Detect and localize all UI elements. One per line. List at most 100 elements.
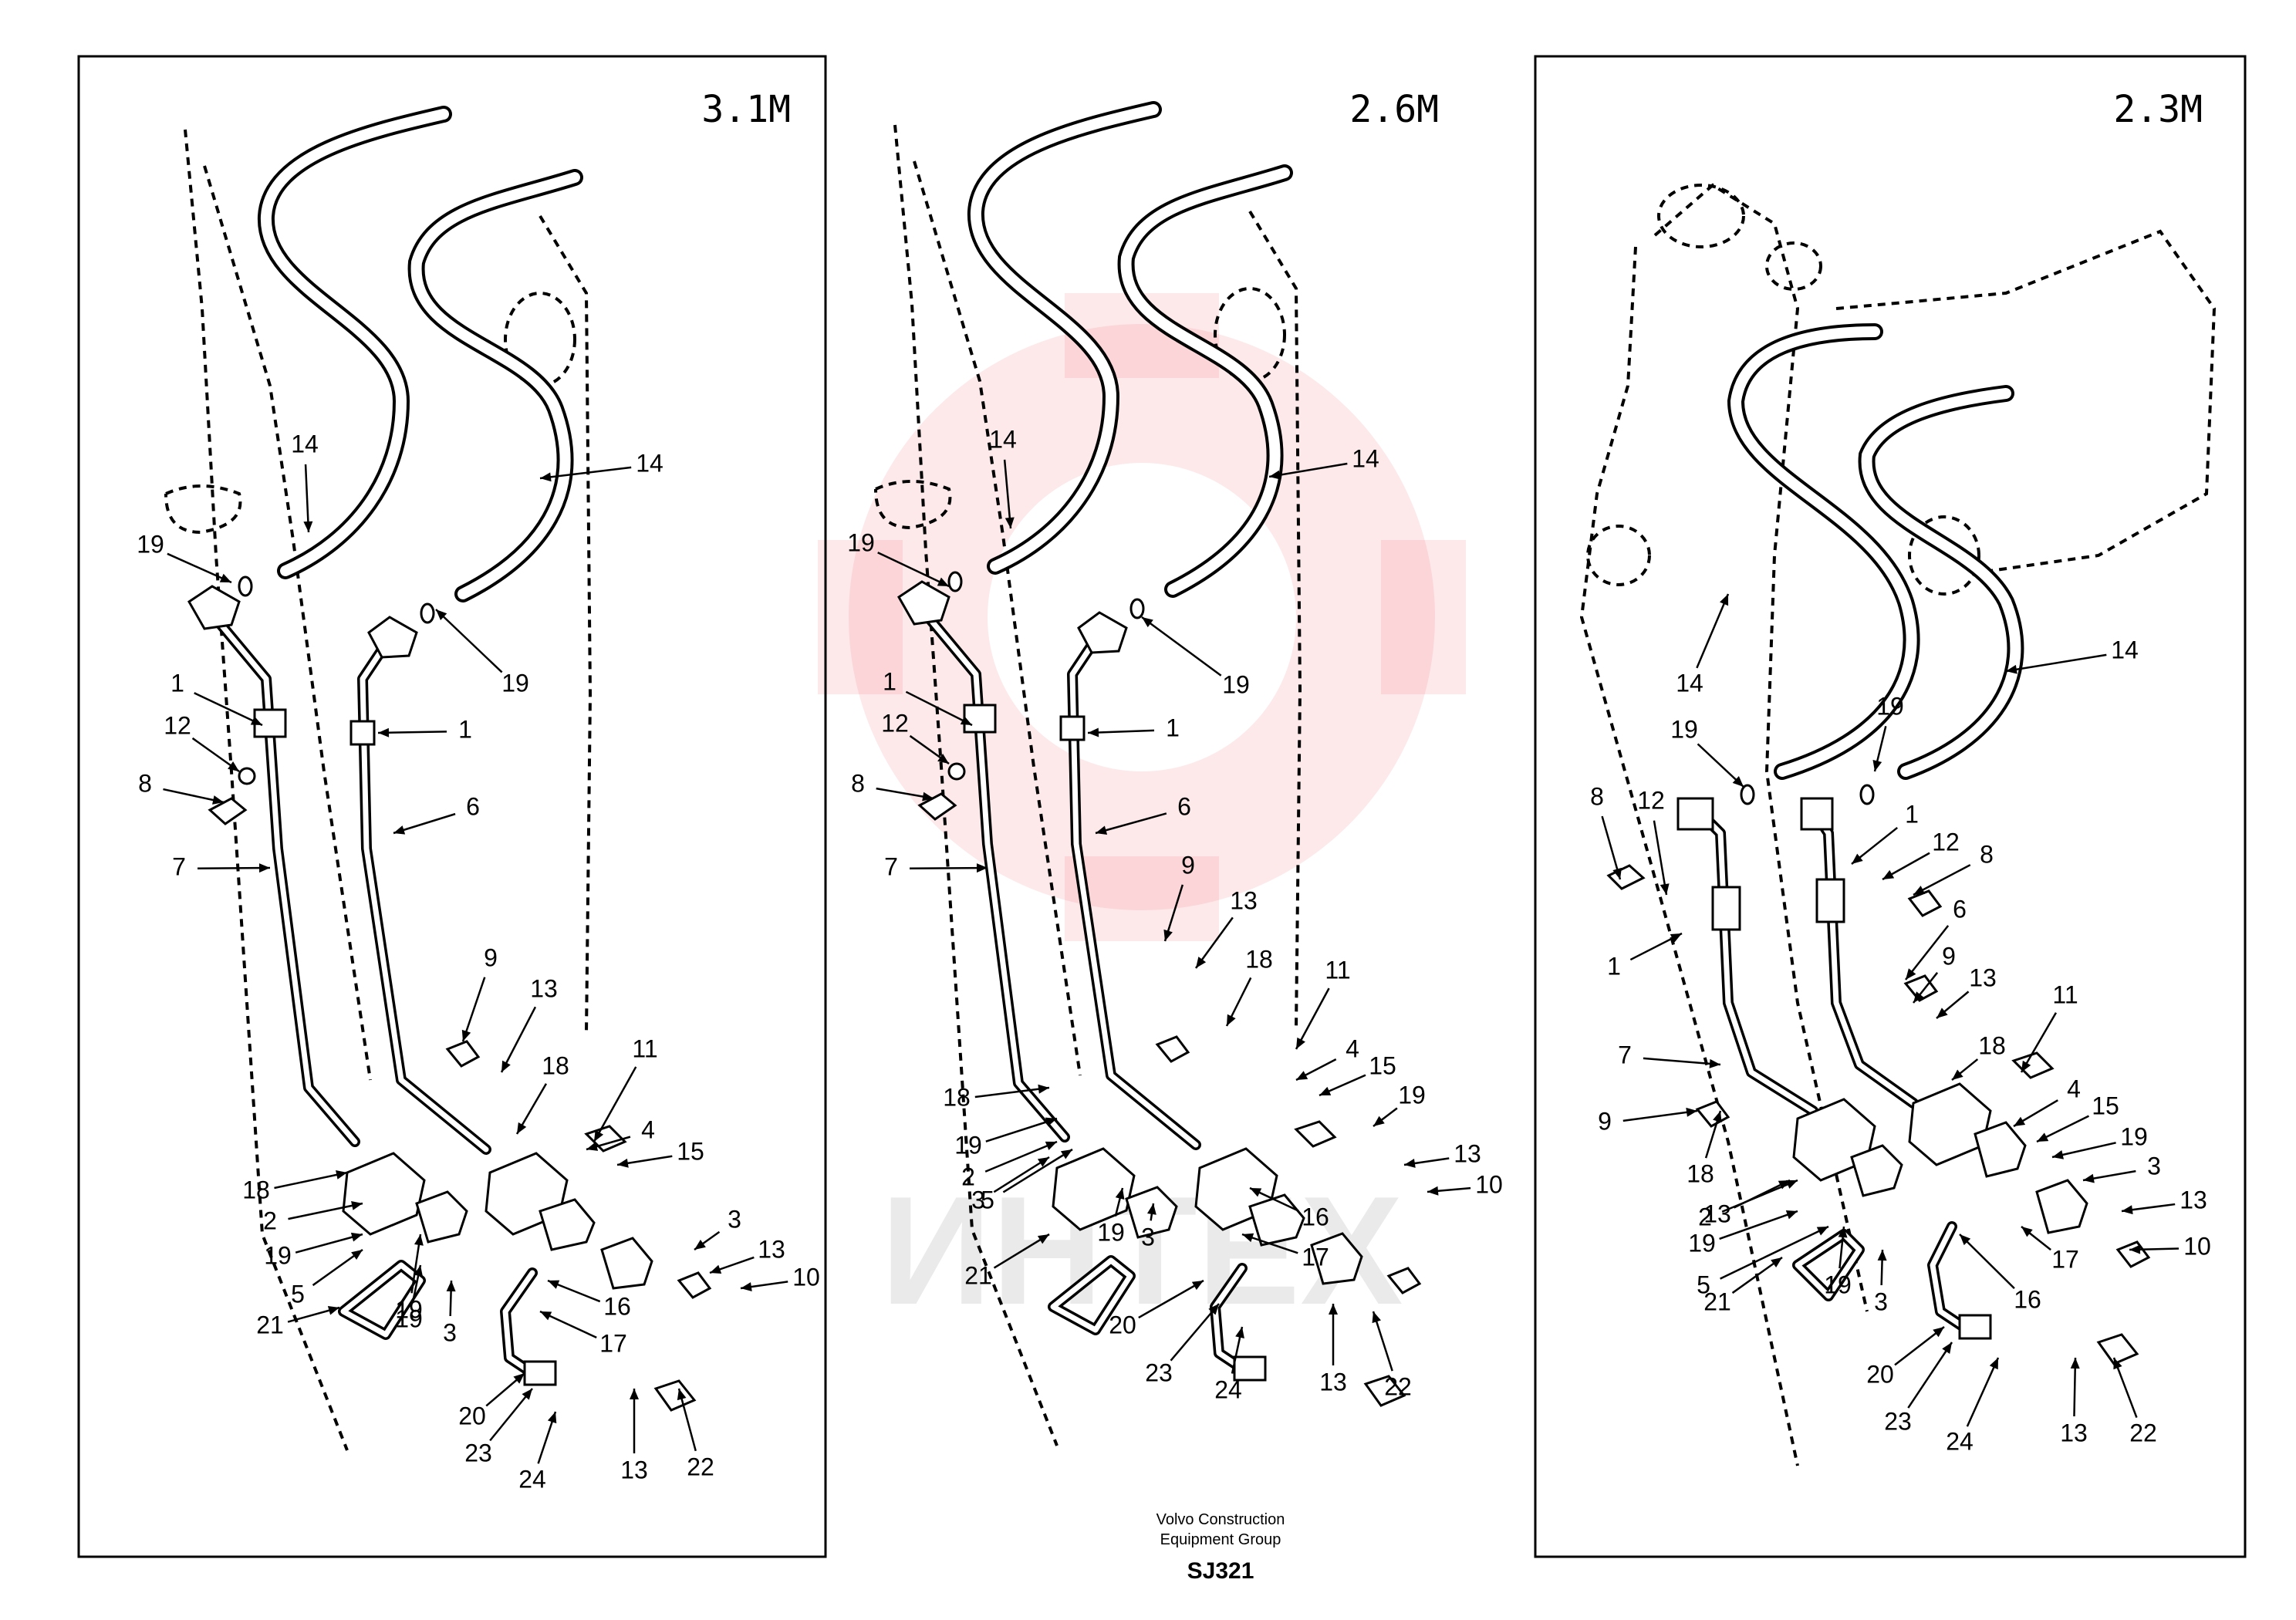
callout-number: 12 bbox=[1637, 786, 1665, 814]
callout-number: 15 bbox=[677, 1137, 704, 1165]
callout-number: 20 bbox=[458, 1402, 486, 1429]
callout-arrowhead bbox=[1088, 727, 1099, 737]
callout-number: 19 bbox=[501, 669, 529, 697]
callout-leader bbox=[1170, 1303, 1220, 1362]
callout-number: 5 bbox=[981, 1186, 994, 1213]
callout-number: 18 bbox=[1687, 1159, 1714, 1187]
callout-arrowhead bbox=[1060, 1149, 1072, 1159]
line-21-inner bbox=[1795, 1231, 1862, 1299]
callout-leader bbox=[274, 1171, 348, 1190]
callout-number: 2 bbox=[263, 1207, 277, 1234]
boom-pin-outline bbox=[1765, 241, 1822, 291]
block-23 bbox=[1958, 1314, 1992, 1340]
callout-number: 20 bbox=[1109, 1311, 1136, 1338]
callout-number: 24 bbox=[1214, 1375, 1242, 1403]
callout-arrowhead bbox=[1660, 883, 1670, 895]
callout-leader bbox=[2020, 1012, 2058, 1073]
callout-arrowhead bbox=[1732, 776, 1744, 787]
callout-leader bbox=[1720, 1225, 1829, 1280]
callout-arrowhead bbox=[1037, 1234, 1049, 1244]
callout-number: 18 bbox=[1245, 945, 1273, 973]
bolt-9 bbox=[1695, 1100, 1730, 1128]
callout-number: 6 bbox=[1177, 792, 1191, 820]
callout-number: 19 bbox=[954, 1131, 982, 1159]
callout-arrowhead bbox=[1319, 1086, 1332, 1095]
callout-arrowhead bbox=[1235, 1327, 1244, 1338]
callout-arrowhead bbox=[1816, 1227, 1828, 1236]
steel-pipe-6-inner bbox=[1069, 636, 1199, 1148]
arm-outline bbox=[1835, 229, 2217, 572]
flange-5 bbox=[1850, 1144, 1903, 1197]
callout-leader bbox=[167, 552, 232, 584]
callout-number: 20 bbox=[1866, 1360, 1894, 1388]
callout-arrowhead bbox=[501, 1060, 511, 1072]
callout-leader bbox=[993, 1156, 1050, 1193]
callout-number: 4 bbox=[641, 1115, 655, 1143]
steel-pipe-7-inner bbox=[915, 602, 1068, 1140]
pipe-elbow-block bbox=[897, 580, 950, 626]
callout-leader bbox=[985, 1117, 1058, 1142]
bolt-11 bbox=[2011, 1051, 2055, 1079]
callout-arrowhead bbox=[547, 1412, 557, 1424]
footer-drawing-code: SJ321 bbox=[1187, 1558, 1254, 1584]
callout-number: 3 bbox=[2147, 1152, 2161, 1180]
callout-number: 19 bbox=[2120, 1122, 2148, 1150]
callout-number: 14 bbox=[636, 449, 663, 477]
flange-4 bbox=[539, 1198, 596, 1251]
callout-arrowhead bbox=[617, 1158, 629, 1168]
callout-number: 24 bbox=[518, 1465, 546, 1493]
washer-12 bbox=[238, 767, 256, 785]
flange-3 bbox=[1310, 1232, 1363, 1285]
callout-arrowhead bbox=[436, 609, 447, 620]
o-ring-19 bbox=[1859, 784, 1875, 805]
block-23 bbox=[523, 1360, 557, 1386]
hydraulic-hose bbox=[407, 169, 583, 602]
callout-leader bbox=[593, 1066, 637, 1142]
footer-company-line1: Volvo Construction bbox=[1156, 1511, 1285, 1528]
callout-leader bbox=[1095, 812, 1167, 835]
callout-arrowhead bbox=[2014, 1116, 2026, 1126]
callout-arrowhead bbox=[594, 1129, 604, 1142]
valve-block-18 bbox=[1908, 1082, 1992, 1166]
steel-pipe-6-inner bbox=[360, 641, 489, 1153]
callout-number: 13 bbox=[620, 1456, 648, 1483]
callout-arrowhead bbox=[1196, 957, 1207, 968]
callout-arrowhead bbox=[540, 472, 552, 482]
callout-number: 6 bbox=[466, 792, 480, 820]
callout-arrowhead bbox=[1250, 1188, 1262, 1197]
callout-arrowhead bbox=[250, 716, 262, 725]
bolt-10 bbox=[677, 1271, 712, 1299]
callout-arrowhead bbox=[1913, 991, 1924, 1003]
boom-pin-outline bbox=[1586, 525, 1651, 586]
panel-size-label: 2.3M bbox=[2113, 88, 2203, 131]
callout-number: 7 bbox=[172, 852, 186, 880]
boom-outline bbox=[203, 165, 372, 1081]
callout-leader bbox=[1601, 815, 1622, 880]
callout-number: 21 bbox=[964, 1261, 992, 1289]
callout-arrowhead bbox=[1038, 1084, 1049, 1094]
callout-arrowhead bbox=[1269, 470, 1281, 480]
bolt-22 bbox=[653, 1379, 697, 1412]
callout-arrowhead bbox=[393, 825, 406, 835]
callout-arrowhead bbox=[1936, 1007, 1948, 1018]
boom-outline bbox=[1579, 246, 1799, 1466]
callout-arrowhead bbox=[2113, 1358, 2122, 1370]
callout-leader bbox=[1141, 616, 1222, 677]
hydraulic-hose-inner bbox=[1120, 167, 1290, 595]
callout-number: 5 bbox=[1697, 1271, 1710, 1298]
callout-number: 8 bbox=[138, 769, 152, 797]
callout-number: 13 bbox=[2180, 1186, 2207, 1213]
callout-arrowhead bbox=[677, 1389, 687, 1401]
panel-size-label: 3.1M bbox=[701, 88, 791, 131]
callout-number: 10 bbox=[792, 1263, 820, 1291]
pipe-clamp bbox=[1815, 878, 1845, 923]
bolt-22 bbox=[2096, 1333, 2139, 1365]
callout-leader bbox=[461, 977, 486, 1042]
callout-number: 18 bbox=[943, 1083, 971, 1111]
callout-number: 21 bbox=[256, 1311, 284, 1338]
callout-leader bbox=[1622, 1109, 1698, 1122]
callout-arrowhead bbox=[586, 1142, 599, 1151]
panel-size-label: 2.6M bbox=[1349, 88, 1439, 131]
arm-outline bbox=[1248, 210, 1302, 1030]
